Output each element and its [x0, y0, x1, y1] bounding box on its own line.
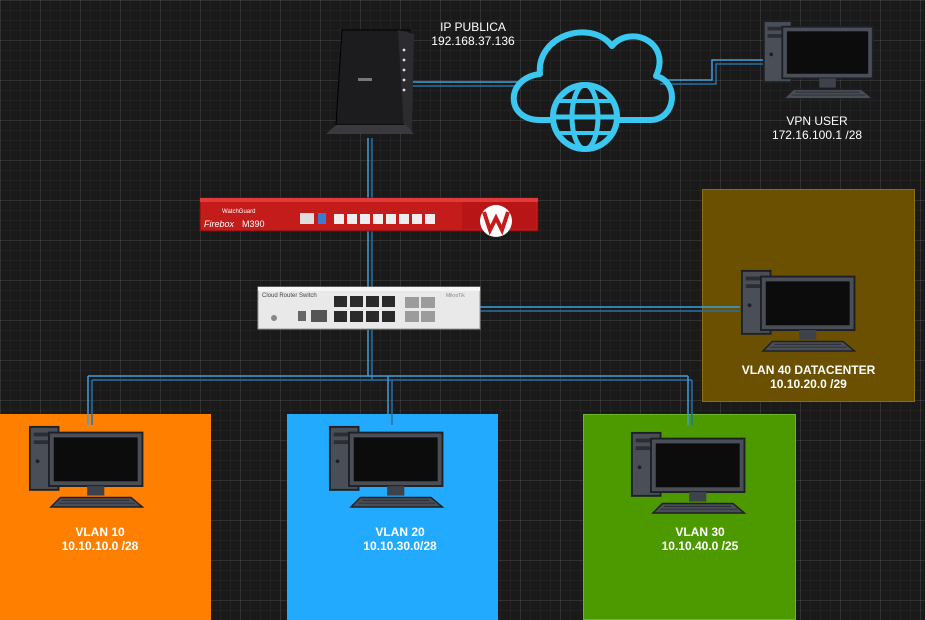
vlan10-title: VLAN 10 — [75, 525, 125, 539]
vlan10-computer-icon — [28, 425, 144, 509]
firewall-model: M390 — [242, 219, 265, 229]
vpn-user-ip: 172.16.100.1 /28 — [771, 128, 863, 142]
firewall-brand-text: WatchGuard Firebox M390 — [204, 209, 265, 229]
vlan30-title: VLAN 30 — [675, 525, 725, 539]
vlan30-subnet: 10.10.40.0 /25 — [661, 539, 739, 553]
switch-name: Cloud Router Switch — [262, 293, 317, 299]
firewall-icon: WatchGuard Firebox M390 — [199, 197, 539, 237]
vlan20-label: VLAN 20 10.10.30.0/28 — [300, 525, 500, 553]
internet-cloud-icon — [510, 29, 675, 152]
switch-brand: MikroTik — [446, 293, 465, 299]
internet-title: IP PUBLICA — [440, 20, 506, 34]
vpn-user-title: VPN USER — [786, 114, 848, 128]
vlan40-label: VLAN 40 DATACENTER 10.10.20.0 /29 — [702, 363, 915, 391]
vlan20-title: VLAN 20 — [375, 525, 425, 539]
datacenter-computer-icon — [740, 269, 856, 353]
internet-ip: 192.168.37.136 — [431, 34, 515, 48]
vlan30-label: VLAN 30 10.10.40.0 /25 — [600, 525, 800, 553]
internet-label: IP PUBLICA 192.168.37.136 — [418, 20, 528, 48]
vlan40-subnet: 10.10.20.0 /29 — [770, 377, 847, 391]
vpn-user-label: VPN USER 172.16.100.1 /28 — [762, 114, 872, 142]
vpn-user-computer-icon — [762, 20, 874, 100]
vlan10-label: VLAN 10 10.10.10.0 /28 — [0, 525, 200, 553]
vlan40-title: VLAN 40 DATACENTER — [741, 363, 876, 377]
modem-icon — [326, 29, 414, 134]
firewall-brand: WatchGuard — [222, 209, 255, 215]
firewall-model-prefix: Firebox — [204, 219, 235, 229]
vlan20-subnet: 10.10.30.0/28 — [363, 539, 437, 553]
vlan20-computer-icon — [328, 425, 444, 509]
vlan30-computer-icon — [630, 431, 746, 515]
vlan10-subnet: 10.10.10.0 /28 — [61, 539, 139, 553]
switch-icon: Cloud Router Switch MikroTik — [257, 286, 481, 330]
